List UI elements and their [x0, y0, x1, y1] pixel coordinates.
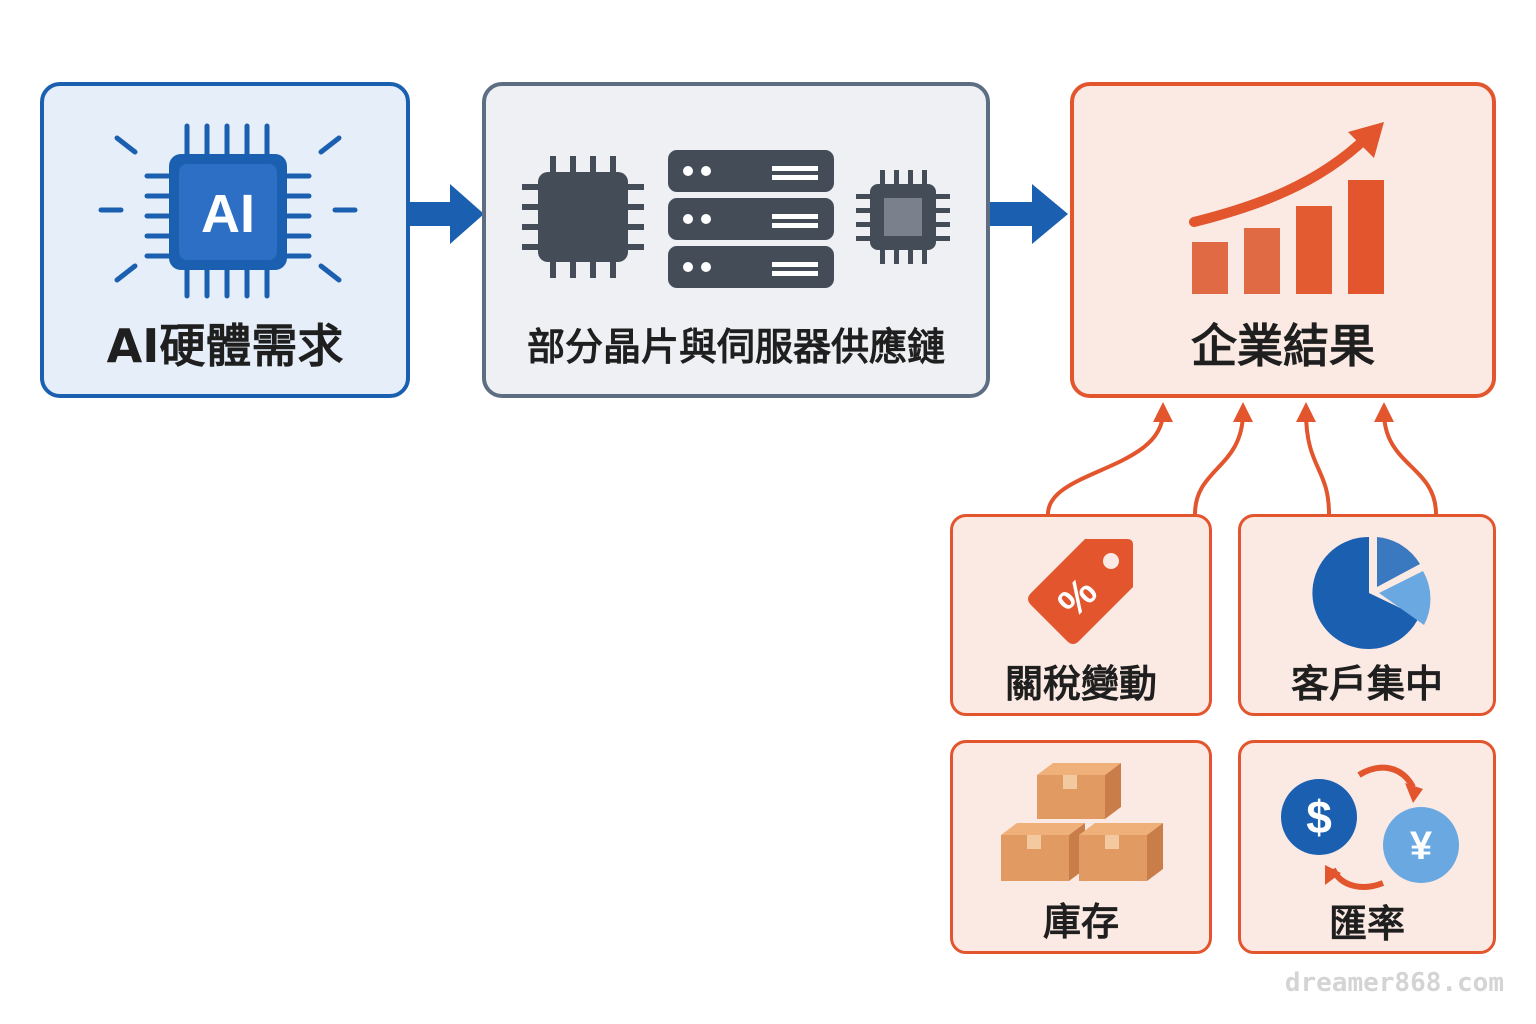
currency-exchange-icon: $ ¥: [1281, 764, 1459, 890]
node-supply-chain: 部分晶片與伺服器供應鏈: [482, 82, 990, 398]
price-tag-percent-icon: %: [1028, 539, 1133, 644]
pie-chart-icon: [1312, 536, 1431, 649]
factor-fx-label: 匯率: [1328, 902, 1405, 946]
ai-chip-icon: AI: [98, 123, 358, 299]
box-bottom-left: [1001, 823, 1085, 881]
arrow-supply-to-results: [989, 184, 1068, 244]
factor-customer-label: 客戶集中: [1290, 662, 1443, 706]
chip-icon-right: [856, 170, 950, 264]
arrow-tariff-to-results: [1046, 402, 1173, 515]
arrow-ai-to-supply: [410, 184, 484, 244]
chip-server-chip-icon: [522, 150, 950, 288]
dollar-symbol: $: [1306, 791, 1332, 843]
node-ai-demand: AI AI硬體需求: [40, 82, 410, 398]
factor-fx: $ ¥ 匯率: [1238, 740, 1496, 954]
node-supply-chain-label: 部分晶片與伺服器供應鏈: [526, 325, 945, 369]
watermark: dreamer868.com: [1284, 968, 1504, 998]
arrow-customer-to-results: [1296, 402, 1331, 515]
box-top: [1037, 763, 1121, 819]
factor-tariff-label: 關稅變動: [1004, 662, 1157, 706]
box-bottom-right: [1079, 823, 1163, 881]
factor-tariff: % 關稅變動: [950, 514, 1212, 716]
node-ai-demand-label: AI硬體需求: [106, 319, 344, 373]
chip-icon-left: [522, 156, 644, 278]
node-results-label: 企業結果: [1191, 319, 1375, 373]
factor-inventory-label: 庫存: [1042, 900, 1119, 944]
arrow-customer-to-results-2: [1374, 402, 1438, 515]
arrow-tariff-to-results-2: [1193, 402, 1253, 515]
node-results: 企業結果: [1070, 82, 1496, 398]
factor-inventory: 庫存: [950, 740, 1212, 954]
server-icon: [668, 150, 834, 288]
factor-customer: 客戶集中: [1238, 514, 1496, 716]
yen-symbol: ¥: [1410, 824, 1433, 868]
ai-chip-text: AI: [201, 184, 255, 244]
stacked-boxes-icon: [1001, 763, 1163, 881]
growth-bar-chart-icon: [1189, 122, 1384, 294]
